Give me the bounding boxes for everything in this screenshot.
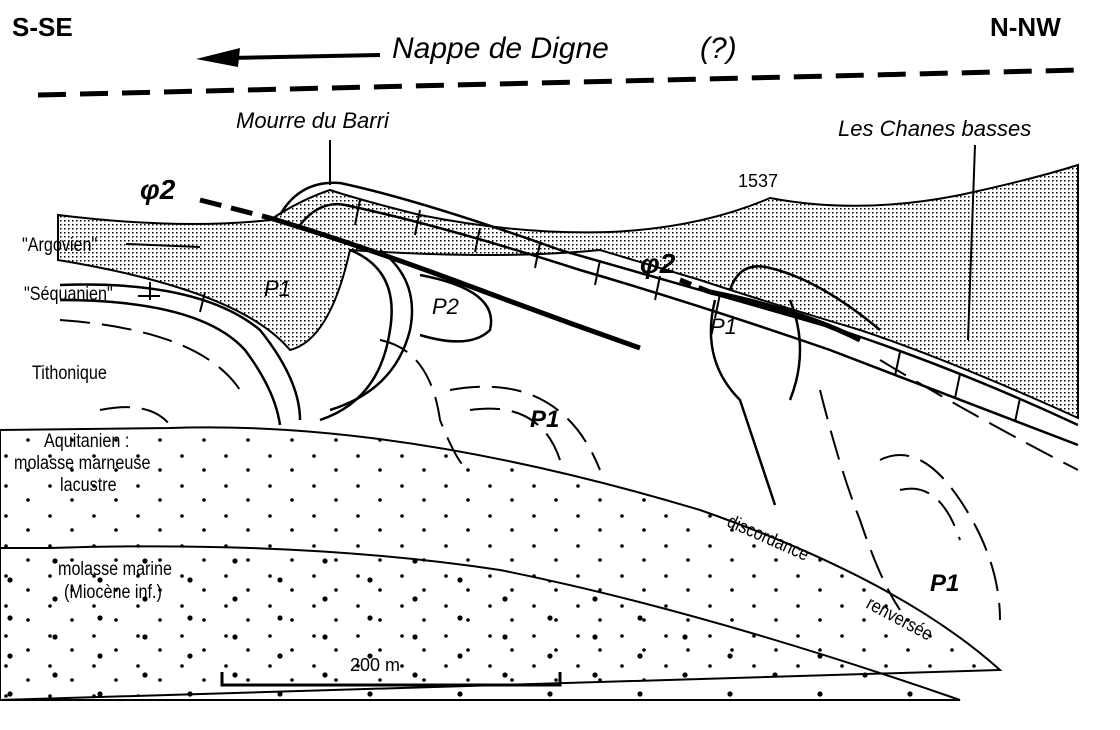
scale-label: 200 m <box>350 655 401 675</box>
elevation-label: 1537 <box>738 171 779 191</box>
nappe-boundary <box>37 67 1081 98</box>
thrust-fault <box>199 197 862 351</box>
scale-bar <box>220 672 562 687</box>
molasse-marine-label: molasse marine <box>58 559 172 580</box>
fold-p1-label: P1 <box>930 570 960 597</box>
mourre-label: Mourre du Barri <box>236 108 389 133</box>
bed-ticks <box>149 199 1021 423</box>
nappe-query: (?) <box>700 32 737 65</box>
nappe-label: Nappe de Digne <box>392 32 609 65</box>
chanes-label: Les Chanes basses <box>838 116 1032 141</box>
marl-lines <box>59 319 1079 621</box>
fold-p1-label: P1 <box>530 406 560 433</box>
phi2-left-label: φ2 <box>140 174 176 205</box>
fold-p1-label: P1 <box>710 314 737 339</box>
aquitanien-label: Aquitanien : <box>44 431 130 452</box>
chanes-pointer <box>967 144 976 341</box>
miocene-label: (Miocène inf.) <box>64 582 162 603</box>
arrow-left-icon <box>196 48 381 67</box>
direction-left: S-SE <box>12 12 73 42</box>
argovien-label: "Argovien" <box>22 235 98 256</box>
molasse-marine <box>0 545 961 701</box>
fold-p2-label: P2 <box>432 294 459 319</box>
direction-right: N-NW <box>990 12 1061 42</box>
lacustre-label: lacustre <box>60 475 117 496</box>
tithonique-label: Tithonique <box>32 363 107 384</box>
limestone-beds <box>59 181 1079 506</box>
molasse-marneuse-label: molasse marneuse <box>14 453 151 474</box>
argovien-layer <box>57 163 1079 420</box>
fold-p1-label: P1 <box>264 276 291 301</box>
argovien-leader <box>125 243 201 248</box>
phi2-right-label: φ2 <box>640 248 676 279</box>
sequanien-label: "Séquanien" <box>24 284 113 305</box>
